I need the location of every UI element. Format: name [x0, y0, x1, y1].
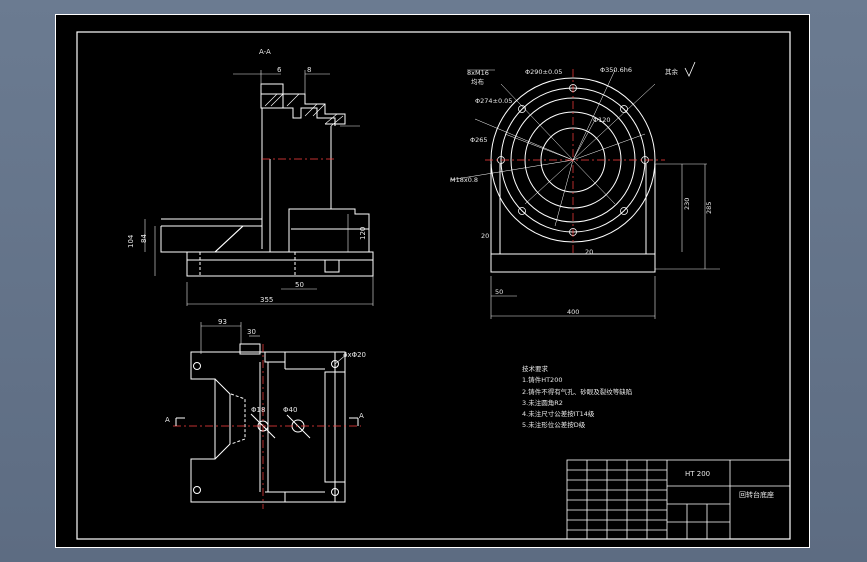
radial-lines: [449, 69, 656, 227]
drawing-sheet: A-A 6 8 104 84 120 50 355: [55, 14, 810, 548]
note-5: 5.未注形位公差按D级: [522, 420, 586, 429]
dim-m18: M18x0.8: [450, 176, 478, 184]
dim-phi265: Φ265: [470, 136, 488, 144]
front-section-view: [160, 83, 374, 277]
dim-phi350: Φ350.6h6: [600, 66, 632, 74]
roughness-symbol-icon: [684, 61, 696, 77]
note-4: 4.未注尺寸公差按IT14级: [522, 409, 595, 418]
roughness-label: 其余: [665, 67, 679, 76]
plan-view: [173, 343, 361, 509]
dim-120: 120: [359, 227, 367, 240]
section-mark-a-right: A: [359, 412, 364, 420]
drawing-canvas: A-A 6 8 104 84 120 50 355: [55, 14, 810, 548]
note-3: 3.未注圆角R2: [522, 398, 563, 407]
dim-400: 400: [567, 308, 579, 316]
outer-border: [55, 14, 810, 548]
section-mark-a-left: A: [165, 416, 170, 424]
dim-93: 93: [218, 318, 227, 326]
inner-border: [76, 31, 791, 540]
part-name-label: 回转台底座: [739, 490, 774, 499]
dim-84: 84: [140, 234, 148, 243]
dim-20b: 20: [585, 248, 593, 256]
dim-30: 30: [247, 328, 256, 336]
dim-355: 355: [260, 296, 273, 304]
title-block-text: HT 200 回转台底座: [685, 470, 774, 499]
dim-50: 50: [295, 281, 304, 289]
note-2: 2.铸件不得有气孔、砂眼及裂纹等缺陷: [522, 387, 632, 396]
dim-20a: 20: [481, 232, 489, 240]
dim-104: 104: [127, 234, 135, 248]
dim-6a: 6: [277, 66, 282, 74]
dim-285: 285: [705, 202, 713, 214]
note-1: 1.铸件HT200: [522, 375, 562, 384]
dim-50b: 50: [495, 288, 503, 296]
plan-view-dimensions: [200, 322, 348, 365]
dim-6b: 8: [307, 66, 311, 74]
dim-phi18: Φ18: [251, 406, 265, 414]
section-title-label: A-A: [259, 48, 271, 56]
front-view-dimensions: [144, 70, 374, 306]
plan-view-dim-text: A A 93 30 4xΦ20 Φ18 Φ40: [165, 318, 366, 424]
dim-evenly: 均布: [471, 77, 485, 86]
dim-230: 230: [683, 198, 691, 210]
dim-phi290: Φ290±0.05: [525, 68, 562, 76]
dim-4xphi20: 4xΦ20: [343, 351, 366, 359]
material-label: HT 200: [685, 470, 710, 478]
circle-view-dimensions: [467, 69, 720, 319]
dim-phi274: Φ274±0.05: [475, 97, 512, 105]
circle-view-dim-text: 8xM16 均布 Φ290±0.05 Φ350.6h6 Φ274±0.05 Φ1…: [450, 66, 713, 316]
dim-phi120: Φ120: [593, 116, 611, 124]
dim-phi40: Φ40: [283, 406, 297, 414]
notes-title: 技术要求: [522, 364, 549, 373]
title-block: [566, 459, 791, 540]
circle-view: [449, 69, 665, 273]
technical-notes: 技术要求 1.铸件HT200 2.铸件不得有气孔、砂眼及裂纹等缺陷 3.未注圆角…: [522, 364, 632, 429]
front-view-dim-text: A-A 6 8 104 84 120 50 355: [127, 48, 367, 304]
section-hatching: [264, 93, 344, 127]
dim-8xm16: 8xM16: [467, 69, 489, 77]
